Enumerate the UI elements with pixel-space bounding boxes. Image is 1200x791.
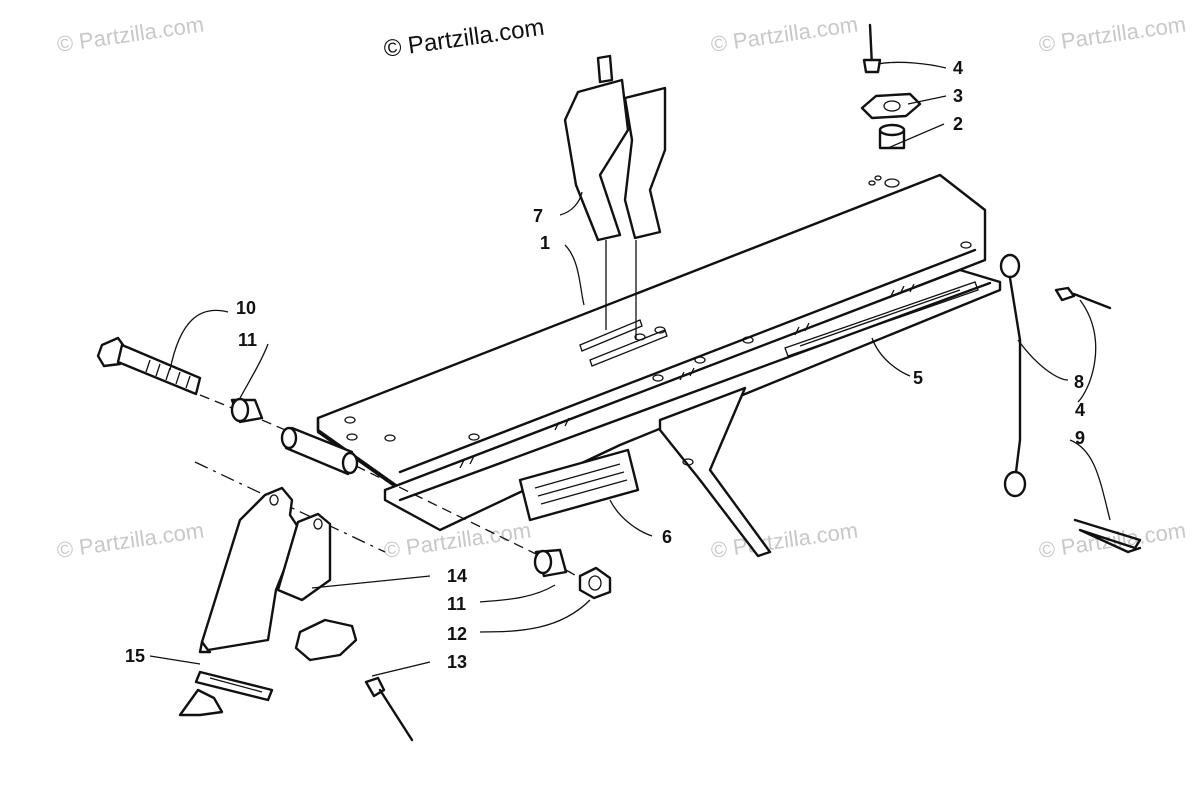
lanyard	[999, 253, 1142, 554]
watermark-faint: © Partzilla.com	[709, 12, 859, 57]
leader-lines	[149, 61, 1111, 677]
callout-1: 1	[540, 233, 550, 253]
watermark-faint: © Partzilla.com	[55, 12, 205, 57]
watermark-faint: © Partzilla.com	[709, 518, 859, 563]
decal-15	[178, 670, 274, 717]
callout-4-lower: 4	[1075, 400, 1085, 420]
callout-12: 12	[447, 624, 467, 644]
callout-7: 7	[533, 206, 543, 226]
nut	[578, 566, 612, 600]
center-line	[194, 394, 581, 579]
spacer-tube	[280, 426, 359, 476]
watermark-faint: © Partzilla.com	[1037, 12, 1187, 57]
watermark-faint: © Partzilla.com	[382, 518, 532, 563]
bolt	[96, 336, 202, 396]
watermark-main: © Partzilla.com	[382, 14, 546, 63]
callout-14: 14	[447, 566, 467, 586]
callout-8: 8	[1074, 372, 1084, 392]
running-board	[316, 173, 1002, 558]
plate-13	[294, 618, 414, 742]
watermark-faint: © Partzilla.com	[55, 518, 205, 563]
callout-5: 5	[913, 368, 923, 388]
bushing-lower	[533, 548, 568, 578]
callout-11-upper: 11	[238, 330, 257, 350]
callout-10: 10	[236, 298, 256, 318]
callout-13: 13	[447, 652, 467, 672]
callout-2: 2	[953, 114, 963, 134]
foot-pad	[563, 54, 667, 340]
callout-3: 3	[953, 86, 963, 106]
callout-11-lower: 11	[447, 594, 466, 614]
bracket	[198, 486, 332, 654]
callout-9: 9	[1075, 428, 1085, 448]
callout-15: 15	[125, 646, 145, 666]
bushing-upper	[230, 397, 264, 424]
callout-4-upper: 4	[953, 58, 963, 78]
hardware-upper	[860, 23, 922, 150]
callout-6: 6	[662, 527, 672, 547]
